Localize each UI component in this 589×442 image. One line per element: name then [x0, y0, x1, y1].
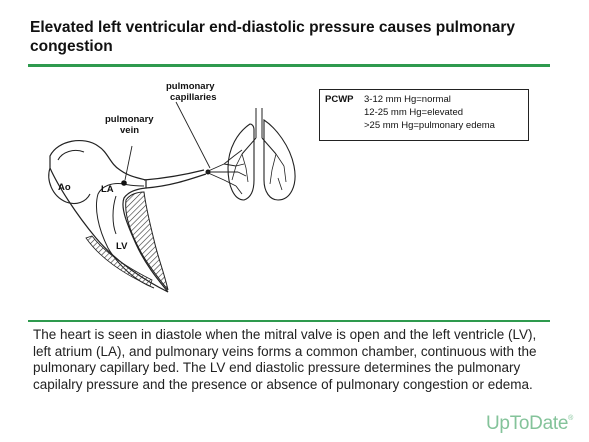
logo-registered-mark: ® — [568, 415, 573, 422]
legend-line-elevated: 12-25 mm Hg=elevated — [364, 107, 464, 118]
legend-lines: 3-12 mm Hg=normal 12-25 mm Hg=elevated >… — [364, 93, 495, 132]
label-ao: Ao — [58, 182, 71, 193]
pulmonary-vein-vessel — [143, 169, 207, 189]
heart-outline — [49, 139, 169, 293]
pulmonary-vein-dot — [121, 180, 127, 186]
mitral-leaflet — [112, 195, 117, 235]
legend-line-edema: >25 mm Hg=pulmonary edema — [364, 120, 495, 131]
bronchial-tree — [231, 153, 287, 191]
lv-wall-hatched — [125, 191, 169, 291]
aorta — [48, 149, 91, 205]
leader-capillaries — [175, 101, 211, 169]
pcwp-legend: PCWP 3-12 mm Hg=normal 12-25 mm Hg=eleva… — [319, 89, 529, 141]
label-pulmonary-capillaries-2: capillaries — [170, 92, 216, 103]
trachea — [241, 108, 277, 155]
lung-vessel-branches — [205, 149, 247, 195]
lv-free-wall-hatched — [85, 235, 153, 287]
label-lv: LV — [116, 241, 128, 252]
right-lung — [263, 118, 296, 201]
label-pulmonary-vein-1: pulmonary — [105, 114, 154, 125]
leader-vein — [124, 145, 133, 181]
legend-line-normal: 3-12 mm Hg=normal — [364, 94, 451, 105]
legend-key: PCWP — [325, 94, 354, 105]
label-la: LA — [101, 184, 114, 195]
label-pulmonary-capillaries-1: pulmonary — [166, 81, 215, 92]
logo-text: UpToDate — [486, 413, 569, 434]
page-title: Elevated left ventricular end-diastolic … — [30, 19, 515, 55]
title-divider — [28, 64, 550, 67]
heart-lung-diagram: pulmonary capillaries pulmonary vein Ao … — [48, 81, 296, 293]
left-lung — [227, 123, 255, 201]
caption-divider — [28, 320, 550, 322]
uptodate-logo: UpToDate® — [486, 413, 573, 435]
label-pulmonary-vein-2: vein — [120, 125, 139, 136]
figure-caption: The heart is seen in diastole when the m… — [33, 327, 537, 392]
